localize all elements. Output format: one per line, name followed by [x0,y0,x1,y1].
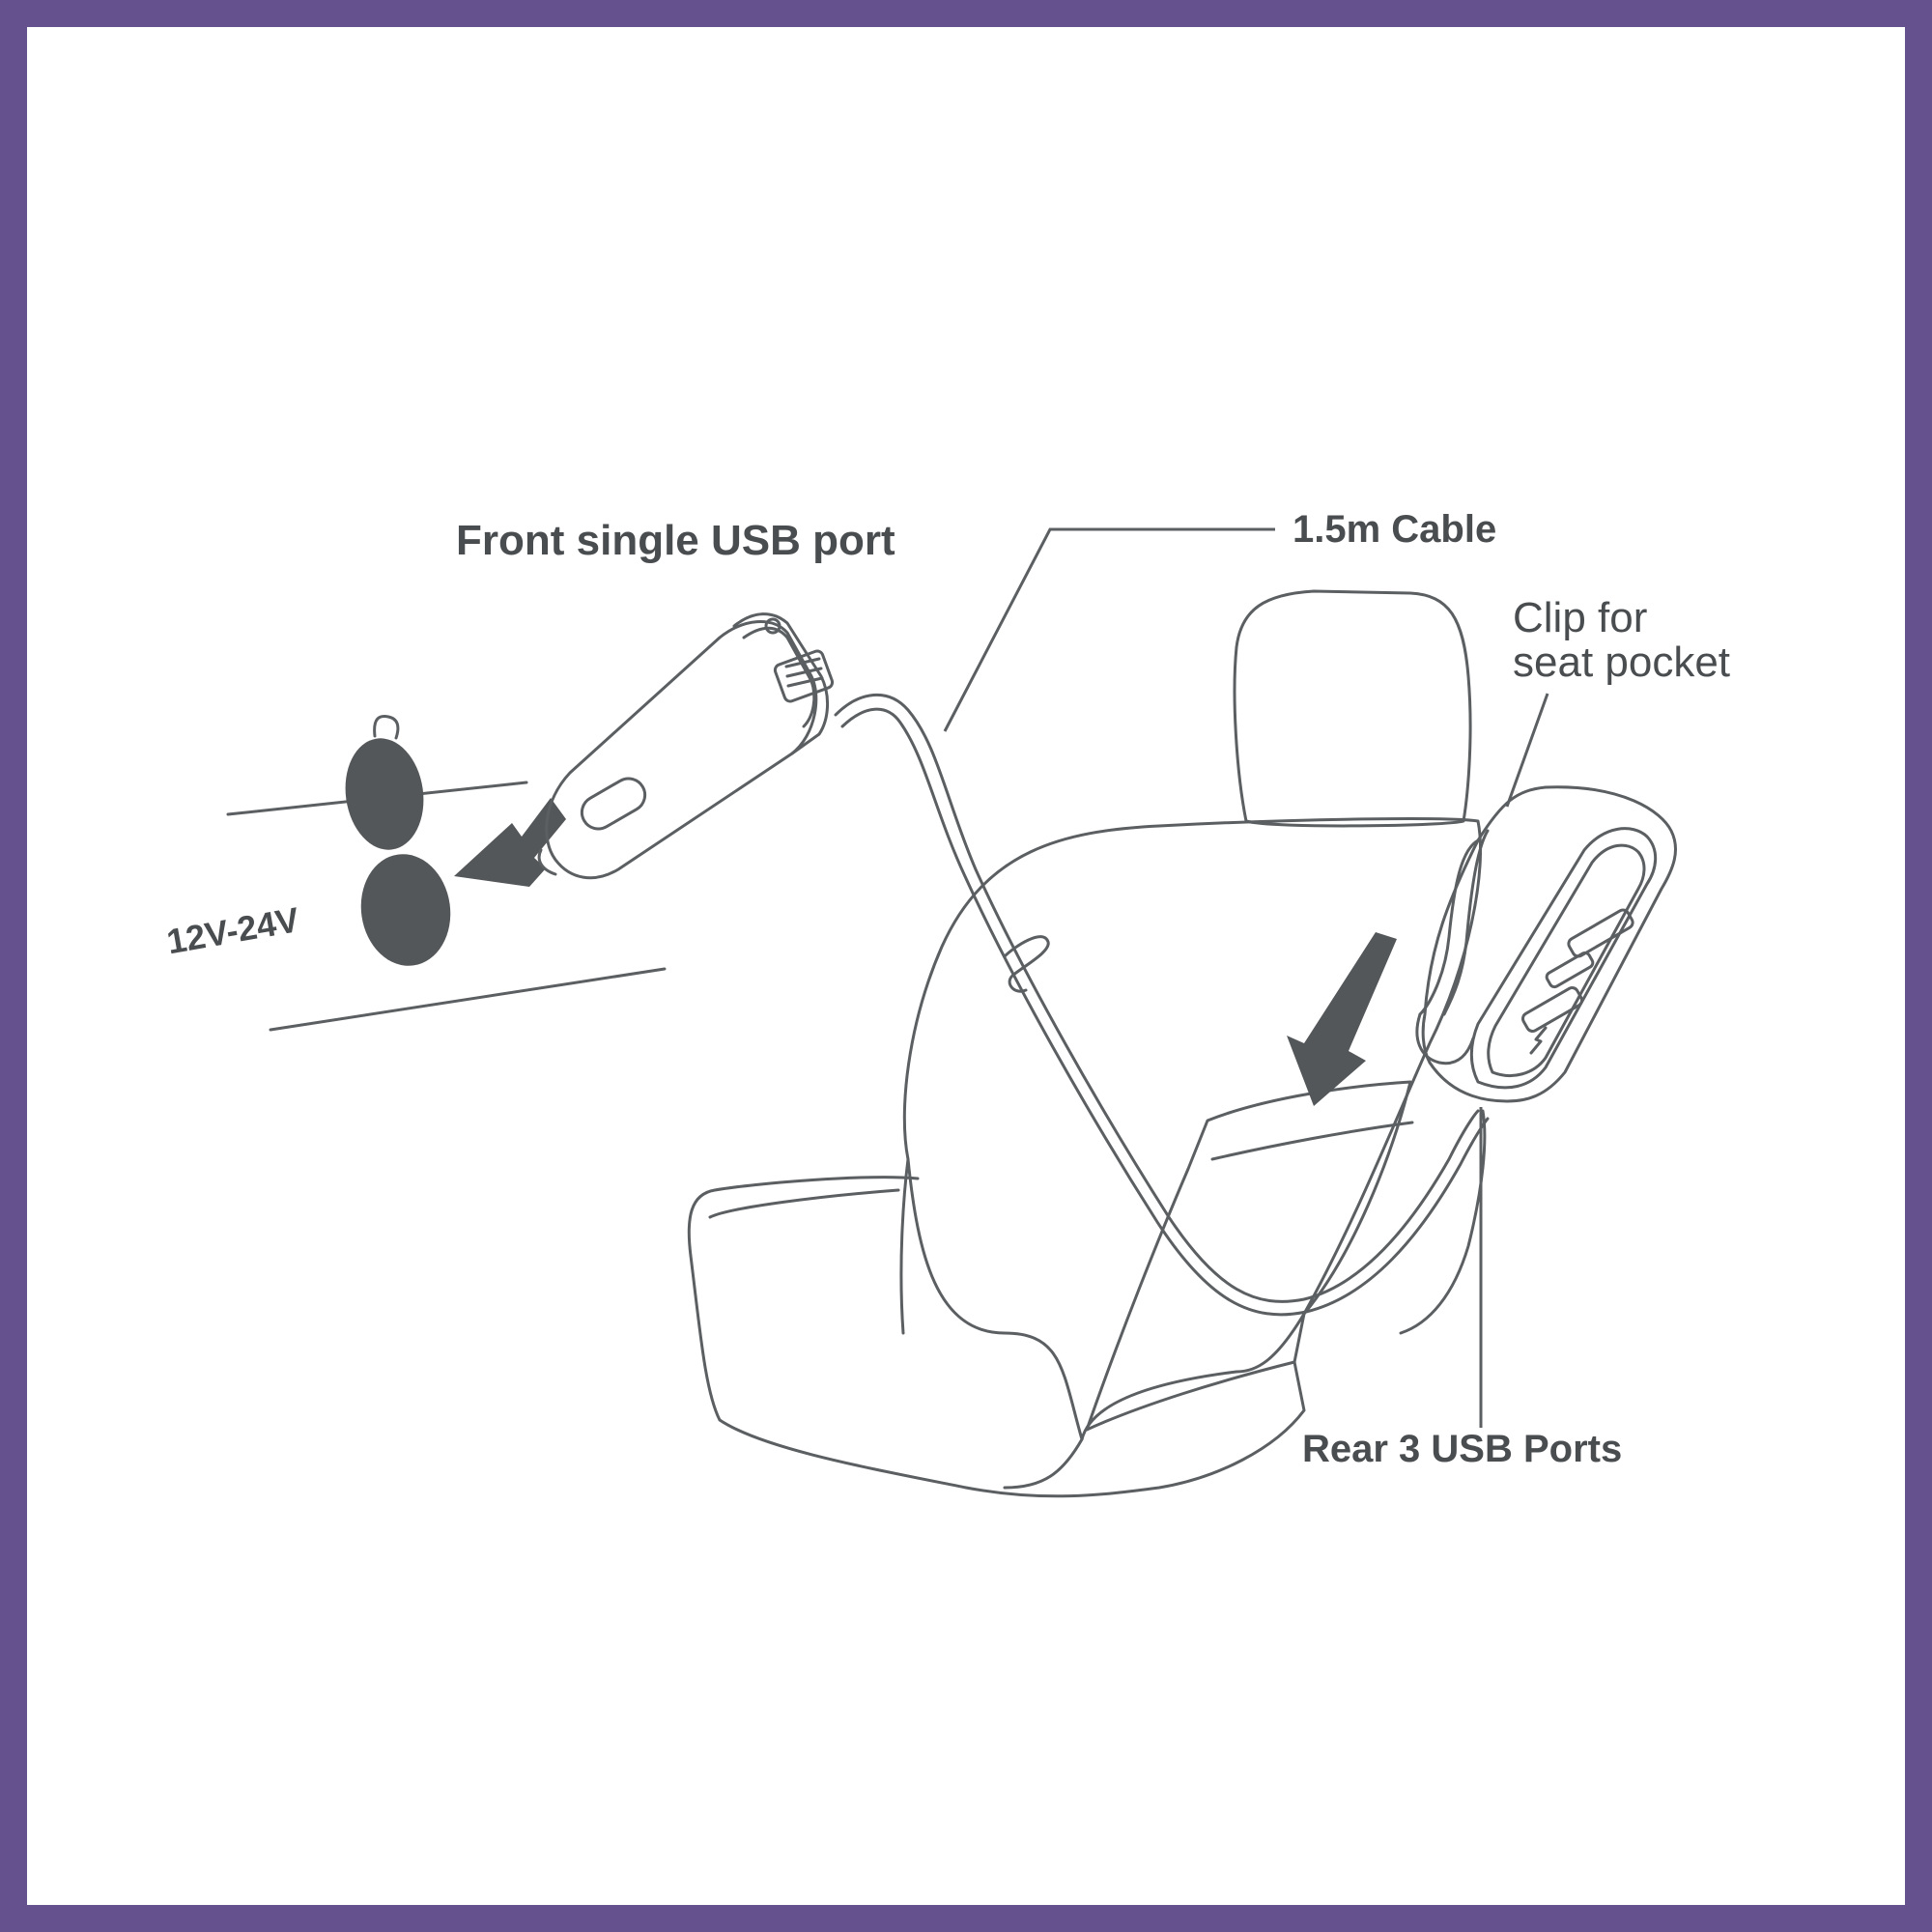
clip-label-line1: Clip for [1513,597,1647,639]
car-charger-icon [539,614,834,878]
usb-hub-icon [1417,787,1676,1101]
front-port-label: Front single USB port [456,520,895,562]
cable-label: 1.5m Cable [1293,510,1496,549]
rear-ports-label: Rear 3 USB Ports [1302,1430,1622,1468]
car-seat-icon [689,591,1480,1496]
cigarette-socket-icon [338,717,457,972]
cable [836,695,1488,1333]
clip-label-line2: seat pocket [1513,641,1730,684]
insert-down-arrow-icon [1287,932,1397,1106]
